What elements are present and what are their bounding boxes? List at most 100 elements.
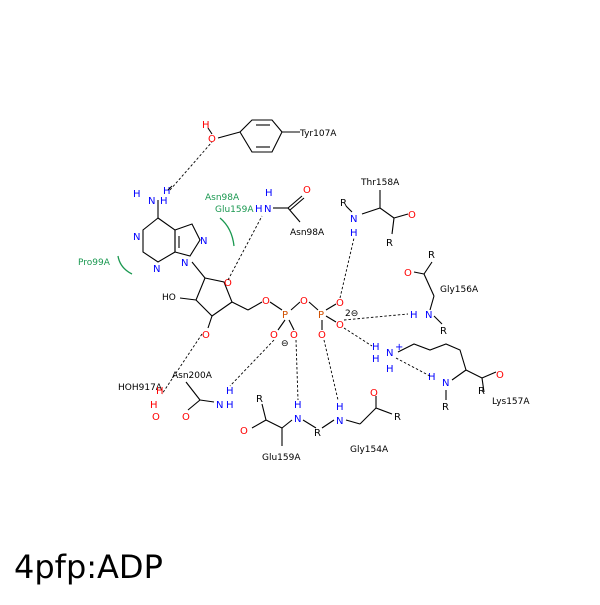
ribose-bond-1 [191,261,206,279]
hbond-gly156 [343,313,409,321]
thr-o: O [408,210,416,221]
glu159-label: Glu159A [262,453,301,463]
glu159-bond-r2 [261,403,267,421]
ribose-ho-label: HO [162,293,176,303]
thr-bond-c [379,207,395,219]
gly154-group: H N O R R Gly154A [314,388,401,455]
glu159-bond-r [302,419,317,429]
lys-h1: H [372,342,380,353]
gly156-o: O [404,268,412,279]
gly156-label: Gly156A [440,285,479,295]
pro99-hydrophobic-arc [117,255,133,275]
lys-nz: N [386,348,393,359]
hoh-o: O [152,412,160,423]
asn98-bond-2 [287,207,301,223]
adenine-n9: N [181,258,188,269]
tyr-bond-o [217,131,241,139]
tyr107-group: O H Tyr107A [202,119,337,153]
ribose-o3: O [202,330,210,341]
tyr107-label: Tyr107A [299,129,337,139]
ribose-o5: O [262,296,270,307]
ribose-c5-bond [231,301,249,311]
gly156-r2: R [440,326,447,337]
glu159-o: O [240,426,248,437]
lys-bond-c [465,369,483,379]
glu159-h: H [294,400,302,411]
hbond-asn98 [227,215,263,281]
asn200-bond-n [199,399,215,403]
thr-bond-n [361,207,381,215]
ribose-ring [195,277,233,317]
gly154-bond-2 [359,407,377,425]
glu159-group: H N O R Glu159A [240,394,317,463]
pb-o2: O [336,320,344,331]
gly156-group: R O Gly156A H N R [404,250,479,337]
gly156-bond-o [413,271,425,275]
thr-bond-r2 [391,217,395,235]
thr-n: N [350,214,357,225]
adenine-n7: N [200,236,207,247]
hbond-hoh917 [161,333,203,395]
pb-o1: O [336,298,344,309]
diagram-title: 4pfp:ADP [14,548,163,586]
gly154-o: O [370,388,378,399]
adenine-n1: N [133,232,140,243]
pb-charge: 2⊖ [345,309,358,319]
gly154-r2: R [314,428,321,439]
pa-charge: ⊖ [281,339,289,349]
tyr-bond-h [207,127,213,135]
asn98-n: N [264,204,271,215]
ribose-group: O HO O O [162,261,270,341]
adenine-n6-h3: H [163,186,171,197]
asn98-group: H H N O Asn98A [255,185,325,238]
glu159-n: N [294,414,301,425]
ribose-o4: O [224,278,232,289]
gly156-r1: R [428,250,435,261]
gly156-bond-r2 [433,315,443,325]
pa-bond-1 [269,301,283,311]
asn98-label: Asn98A [290,228,325,238]
pa-o2-bond [288,319,295,331]
tyr-o-atom: O [208,134,216,145]
hbond-gly154 [323,339,339,401]
glu159-hydrophobic-label: Glu159A [215,205,254,215]
adenine-n3: N [153,264,160,275]
asn200-label: Asn200A [172,371,213,381]
asn98-h: H [265,188,273,199]
glu159-bond-o [251,419,267,429]
hbond-tyr-tick [167,185,173,191]
gly156-n: N [425,310,432,321]
ribose-oh-bond [179,297,197,301]
hbond-lys-nz1 [343,327,373,347]
hoh-h2: H [156,386,164,397]
hbond-glu159 [295,339,299,401]
adenine-six-ring [142,217,176,263]
lys-bond-r [481,377,485,393]
lys-r1: R [478,386,485,397]
asn200-bond-o [187,399,201,411]
lys-o: O [496,370,504,381]
bridge-oxygen: O [300,296,308,307]
gly154-bond-1 [345,419,361,425]
beta-phosphorus: P [318,310,324,321]
pa-o2: O [290,330,298,341]
pb-o2-bond [325,315,337,323]
asn200-h2: H [226,400,234,411]
lys-h2: H [372,354,380,365]
ribose-o5-bond [247,301,263,311]
asn98-bond-co [287,195,303,209]
glu159-r: R [256,394,263,405]
asn98-o: O [303,185,311,196]
pb-bond-1 [308,301,319,311]
alpha-phosphorus: P [282,310,288,321]
tyr-h-atom: H [202,120,210,131]
thr-r1: R [340,198,347,209]
lys-chain [397,343,467,371]
hydrogen-bonds [161,141,431,401]
hbond-tyr107 [169,141,213,191]
hbond-lys-nz2 [395,357,431,377]
thr158-label: Thr158A [360,178,400,188]
asn200-n: N [216,400,223,411]
lys-n: N [442,378,449,389]
lys-bond-o [481,371,497,379]
